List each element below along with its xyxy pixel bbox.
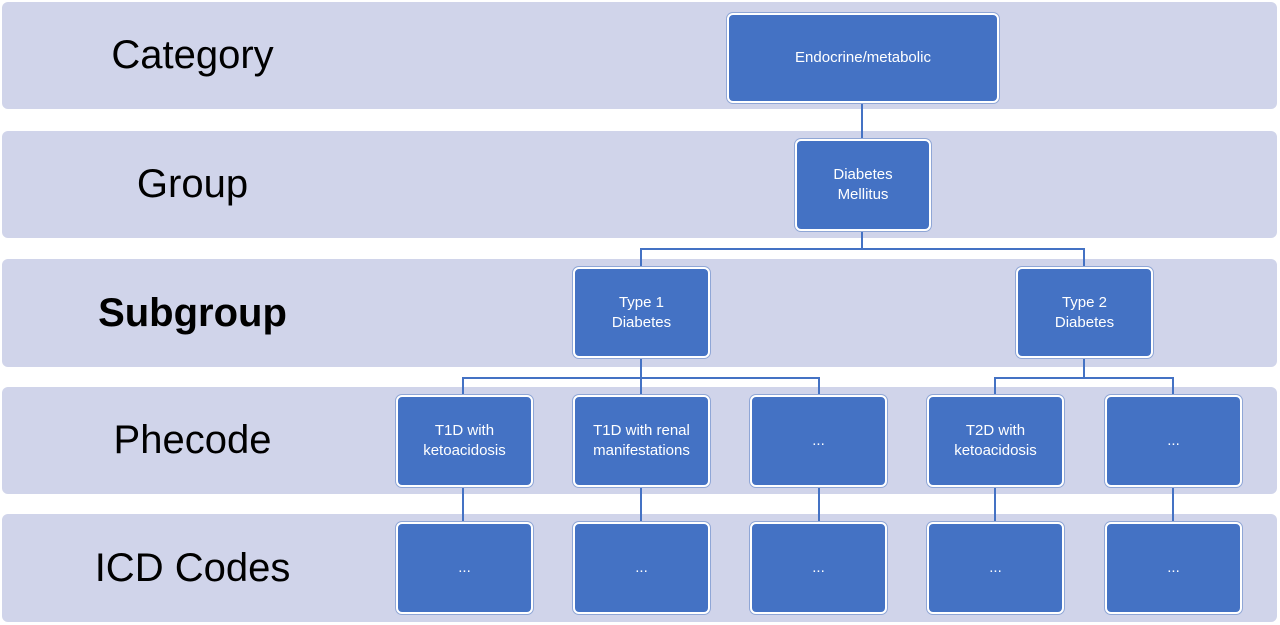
connector-type1-phecodes — [462, 357, 642, 396]
level-label-category: Category — [111, 33, 274, 77]
level-label-group: Group — [136, 162, 249, 206]
connector-group-type2 — [862, 248, 1085, 268]
level-band-group — [2, 131, 1277, 238]
node-icd-1: ... — [396, 522, 533, 614]
node-phecode-t1d-more: ... — [750, 395, 887, 487]
connector-type1-more — [641, 377, 820, 396]
node-icd-3: ... — [750, 522, 887, 614]
node-icd-5: ... — [1105, 522, 1242, 614]
level-band-category — [2, 2, 1277, 109]
node-subgroup-type-1-diabetes: Type 1 Diabetes — [573, 267, 710, 358]
node-phecode-t2d-ketoacidosis: T2D with ketoacidosis — [927, 395, 1064, 487]
node-icd-4: ... — [927, 522, 1064, 614]
node-icd-2: ... — [573, 522, 710, 614]
node-category-endocrine-metabolic: Endocrine/metabolic — [727, 13, 999, 103]
node-subgroup-type-2-diabetes: Type 2 Diabetes — [1016, 267, 1153, 358]
connector-group-subgroups — [640, 230, 863, 268]
connector-type2-phecodes — [994, 357, 1085, 396]
node-phecode-t1d-renal: T1D with renal manifestations — [573, 395, 710, 487]
level-label-icd-codes: ICD Codes — [94, 545, 291, 590]
node-group-diabetes-mellitus: Diabetes Mellitus — [795, 139, 931, 231]
level-label-phecode: Phecode — [113, 418, 272, 462]
node-phecode-t1d-ketoacidosis: T1D with ketoacidosis — [396, 395, 533, 487]
node-phecode-t2d-more: ... — [1105, 395, 1242, 487]
connector-type2-more — [1084, 377, 1174, 396]
level-label-subgroup: Subgroup — [98, 290, 287, 335]
